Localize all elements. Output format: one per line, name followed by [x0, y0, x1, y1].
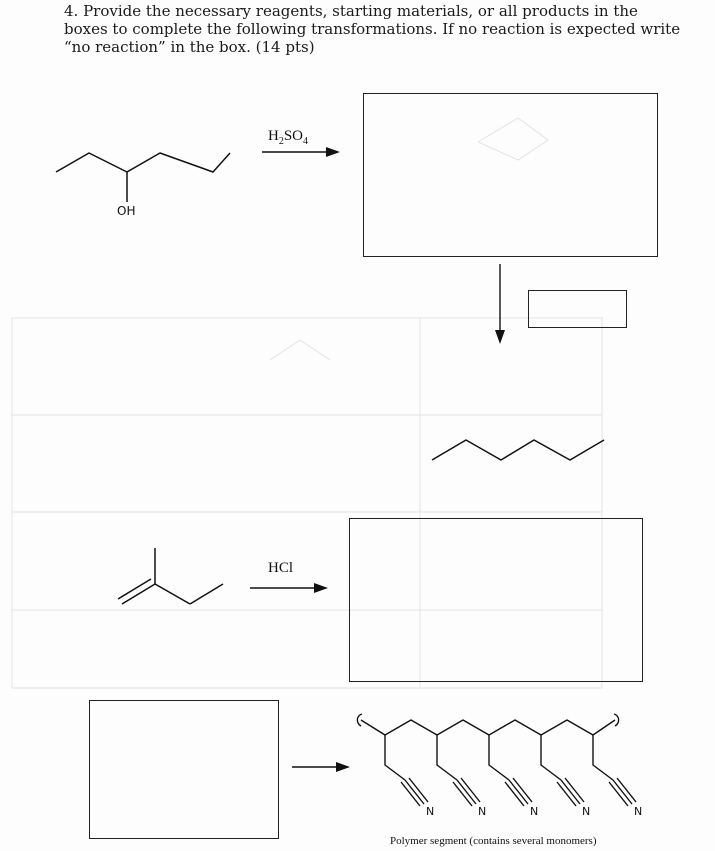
reagent-h: H: [268, 128, 279, 144]
reagent-sub-2: 2: [278, 136, 284, 147]
product-alkane-zigzag: [431, 439, 605, 461]
reagent-so: SO: [283, 128, 304, 144]
reagent-sub-4: 4: [303, 136, 309, 147]
reagent-hcl: HCl: [268, 560, 294, 576]
question-line-1: 4. Provide the necessary reagents, start…: [64, 2, 638, 20]
nitrile-n-label: N: [478, 805, 486, 818]
hydroxyl-label: OH: [117, 204, 136, 218]
reagent-sulfuric-acid: H2SO4: [268, 128, 308, 147]
question-line-2: boxes to complete the following transfor…: [64, 20, 681, 38]
answer-box-starting-material-4[interactable]: [89, 700, 279, 839]
starting-material-alcohol: [55, 152, 231, 202]
polymer-segment: [356, 713, 637, 807]
reaction-arrow-2: [250, 583, 328, 593]
nitrile-label-group: N N N N N: [426, 805, 642, 818]
question-prompt: 4. Provide the necessary reagents, start…: [64, 2, 684, 56]
nitrile-branch-3: [488, 735, 533, 807]
nitrile-n-label: N: [582, 805, 590, 818]
polymer-caption: Polymer segment (contains several monome…: [390, 835, 597, 847]
reaction-arrow-down: [495, 264, 505, 344]
answer-box-product-3[interactable]: [349, 518, 643, 682]
reaction-arrow-3: [292, 762, 350, 772]
question-line-3: “no reaction” in the box. (14 pts): [64, 38, 315, 56]
nitrile-branch-4: [540, 735, 585, 807]
nitrile-branch-5: [592, 735, 637, 807]
bleed-through-marks: [11, 117, 603, 689]
reaction-arrow-1: [262, 147, 340, 157]
nitrile-n-label: N: [530, 805, 538, 818]
answer-box-reagent-2[interactable]: [528, 290, 627, 328]
answer-box-product-1[interactable]: [363, 93, 658, 257]
starting-material-alkene: [117, 548, 224, 605]
nitrile-n-label: N: [426, 805, 434, 818]
nitrile-branch-2: [436, 735, 481, 807]
nitrile-n-label: N: [634, 805, 642, 818]
nitrile-branch-1: [384, 735, 429, 807]
